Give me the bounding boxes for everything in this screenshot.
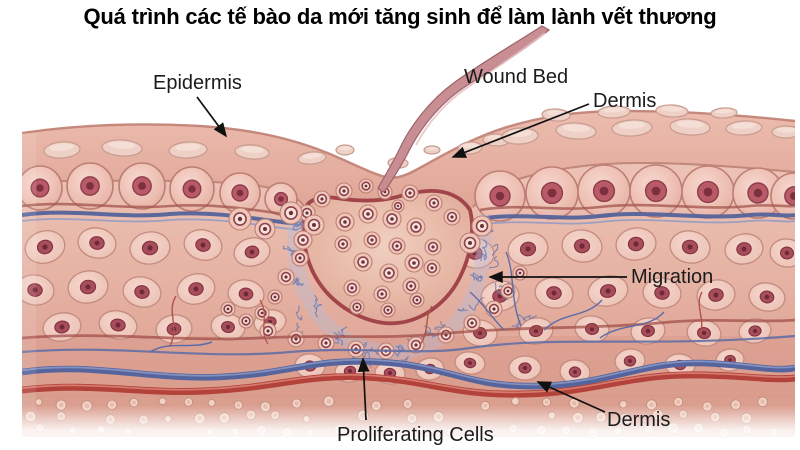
label-wound-bed: Wound Bed: [464, 66, 569, 88]
wound-probe: [377, 25, 551, 193]
right-margin: [795, 0, 800, 450]
label-dermis-top: Dermis: [593, 90, 657, 112]
label-epidermis: Epidermis: [153, 72, 242, 94]
stratum-corneum-band: [22, 111, 795, 255]
blood-vessels: [21, 251, 796, 398]
proliferating-cells-layer: [220, 178, 528, 360]
epidermis-arrow-icon: [196, 96, 228, 138]
dermis-bottom-arrow-icon: [536, 381, 606, 413]
page-title: Quá trình các tế bào da mới tăng sinh để…: [83, 4, 717, 29]
corneum-flake-ovals: [43, 104, 800, 169]
left-margin: [0, 0, 22, 450]
dermis-top-arrow-icon: [451, 103, 590, 158]
proliferating-cells-arrow-icon: [357, 357, 370, 421]
bottom-fade: [0, 405, 800, 450]
basement-membrane: [21, 202, 796, 231]
dermis-cells-layer: [15, 227, 800, 385]
epidermis-cells-layer: [17, 162, 800, 222]
block-left-face: [22, 133, 36, 433]
label-arrows: [196, 96, 627, 421]
label-dermis-bottom: Dermis: [607, 409, 671, 431]
label-proliferating-cells: Proliferating Cells: [337, 424, 494, 446]
label-migration: Migration: [631, 266, 714, 288]
